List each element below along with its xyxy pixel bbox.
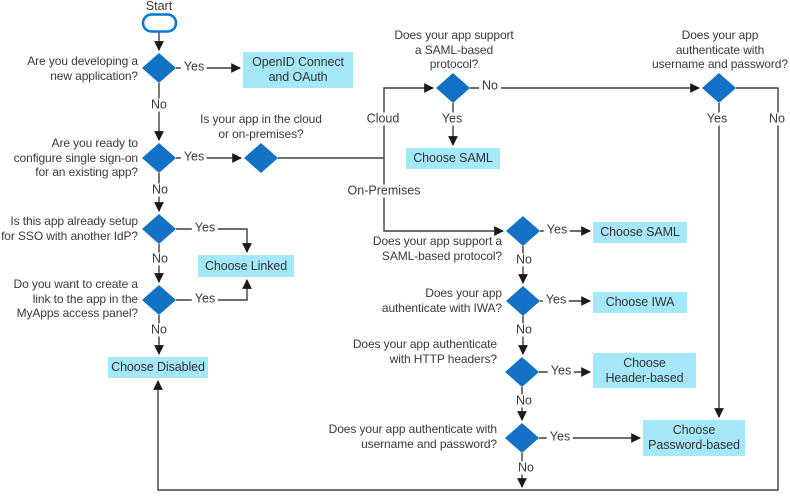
- question-developing: Are you developing a new application?: [27, 54, 138, 83]
- outcome-box-choose-header-based: Choose Header-based: [593, 353, 696, 388]
- decision-diamond-developing: [142, 53, 176, 83]
- decision-diamond-saml-cloud: [436, 73, 470, 103]
- outcome-box-choose-iwa: Choose IWA: [593, 292, 687, 313]
- outcome-box-choose-linked: Choose Linked: [198, 255, 294, 277]
- start-node: [141, 13, 178, 33]
- question-cloud-or-onprem: Is your app in the cloud or on-premises?: [200, 112, 322, 141]
- edge-label-no-myapps: No: [148, 323, 170, 337]
- outcome-box-choose-saml-onprem: Choose SAML: [593, 222, 687, 243]
- connector-userpasscloud-no-disabled: [153, 87, 779, 491]
- question-ready-sso: Are you ready to configure single sign-o…: [13, 136, 138, 179]
- question-iwa: Does your app authenticate with IWA?: [381, 286, 502, 315]
- edge-label-no-idp: No: [149, 252, 171, 266]
- decision-diamond-iwa: [506, 286, 540, 316]
- question-userpass-cloud: Does your app authenticate with username…: [652, 28, 788, 71]
- decision-diamond-http-headers: [505, 357, 539, 387]
- question-already-idp: Is this app already setup for SSO with a…: [1, 214, 138, 243]
- decision-diamond-userpass-onprem: [505, 423, 539, 453]
- question-http-headers: Does your app authenticate with HTTP hea…: [352, 337, 497, 366]
- outcome-box-choose-saml-cloud: Choose SAML: [406, 148, 500, 169]
- question-saml-onprem: Does your app support a SAML-based proto…: [372, 234, 502, 263]
- question-saml-cloud: Does your app support a SAML-based proto…: [394, 28, 514, 71]
- decision-diamond-userpass-cloud: [702, 73, 736, 103]
- edge-label-yes-saml-onprem: Yes: [543, 223, 571, 237]
- decision-diamond-already-idp: [142, 214, 176, 244]
- edge-label-yes-ready: Yes: [180, 150, 208, 164]
- edge-label-yes-userpass-cloud: Yes: [703, 112, 731, 126]
- outcome-box-choose-password-based: Choose Password-based: [643, 420, 745, 456]
- decision-diamond-ready-sso: [142, 143, 176, 173]
- edge-label-yes-idp: Yes: [191, 221, 219, 235]
- connector-onprem-branch: [383, 158, 504, 236]
- connector-cloud-branch: [383, 83, 434, 158]
- edge-label-yes-saml-cloud: Yes: [438, 112, 466, 126]
- outcome-box-choose-disabled: Choose Disabled: [108, 357, 208, 378]
- question-myapps-link: Do you want to create a link to the app …: [13, 277, 139, 320]
- edge-label-no-saml-onprem: No: [513, 253, 535, 267]
- question-userpass-onprem: Does your app authenticate with username…: [328, 422, 497, 451]
- edge-label-yes-userpass-onprem: Yes: [546, 430, 574, 444]
- decision-diamond-cloud-or-onprem: [244, 143, 278, 173]
- start-label: Start: [145, 0, 173, 13]
- edge-label-yes-myapps: Yes: [191, 292, 219, 306]
- edge-label-no-developing: No: [148, 98, 170, 112]
- edge-label-yes-headers: Yes: [547, 364, 575, 378]
- edge-label-yes-developing: Yes: [180, 60, 208, 74]
- edge-label-no-headers: No: [513, 394, 535, 408]
- outcome-box-openid: OpenID Connect and OAuth: [243, 52, 353, 88]
- edge-label-no-iwa: No: [513, 323, 535, 337]
- edge-label-no-userpass-cloud: No: [766, 112, 788, 126]
- decision-diamond-saml-onprem: [506, 216, 540, 246]
- decision-diamond-myapps-link: [142, 285, 176, 315]
- edge-label-yes-iwa: Yes: [542, 293, 570, 307]
- edge-label-no-ready: No: [149, 183, 171, 197]
- branch-label-cloud: Cloud: [363, 112, 403, 126]
- branch-label-on-premises: On-Premises: [344, 184, 424, 198]
- edge-label-no-saml-cloud: No: [479, 79, 501, 93]
- edge-label-no-userpass-onprem: No: [515, 461, 537, 475]
